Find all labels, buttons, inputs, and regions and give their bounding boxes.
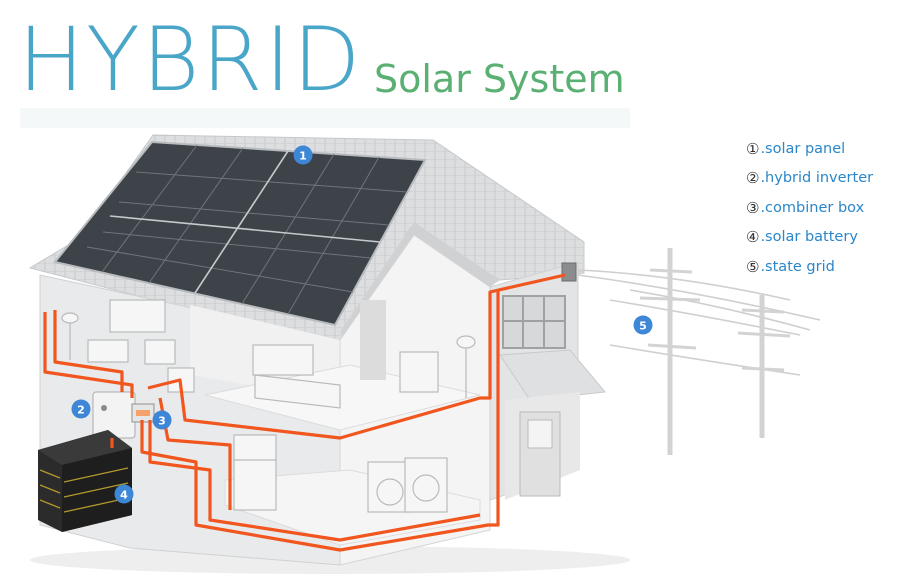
furniture [61,299,476,513]
legend-number: ① [746,139,760,158]
legend-item-combiner-box: ③ .combiner box [746,193,896,223]
legend-item-hybrid-inverter: ② .hybrid inverter [746,164,896,194]
title-sub: Solar System [374,57,625,101]
legend-label: .solar battery [760,229,858,246]
power-pole [667,248,765,455]
legend-label: .hybrid inverter [760,170,874,187]
grid-meter [561,262,577,282]
legend-number: ⑤ [746,257,760,276]
legend: ① .solar panel ② .hybrid inverter ③ .com… [746,134,896,282]
window [502,295,566,349]
legend-item-solar-panel: ① .solar panel [746,134,896,164]
marker-solar-battery: 4 [114,484,134,504]
legend-item-state-grid: ⑤ .state grid [746,252,896,282]
power-pole-crossarms [639,268,791,372]
hybrid-inverter [92,391,136,439]
svg-text:2: 2 [77,404,85,417]
title-reflection [20,108,630,128]
legend-label: .solar panel [760,140,846,157]
marker-solar-panel: 1 [293,145,313,165]
porch [499,349,606,500]
markers: 1 2 3 4 5 [71,145,653,504]
legend-label: .state grid [760,258,835,275]
solar-battery [38,430,132,532]
legend-number: ② [746,169,760,188]
solar-panel [53,140,427,327]
legend-number: ④ [746,228,760,247]
svg-text:1: 1 [299,150,307,163]
title-main: HYBRID [18,8,363,111]
power-lines [577,269,821,376]
marker-combiner-box: 3 [152,410,172,430]
legend-number: ③ [746,198,760,217]
marker-hybrid-inverter: 2 [71,399,91,419]
marker-state-grid: 5 [633,315,653,335]
svg-text:3: 3 [158,415,166,428]
legend-item-solar-battery: ④ .solar battery [746,223,896,253]
svg-text:5: 5 [639,320,647,333]
svg-text:4: 4 [120,489,128,502]
combiner-box [131,403,155,423]
legend-label: .combiner box [760,199,865,216]
